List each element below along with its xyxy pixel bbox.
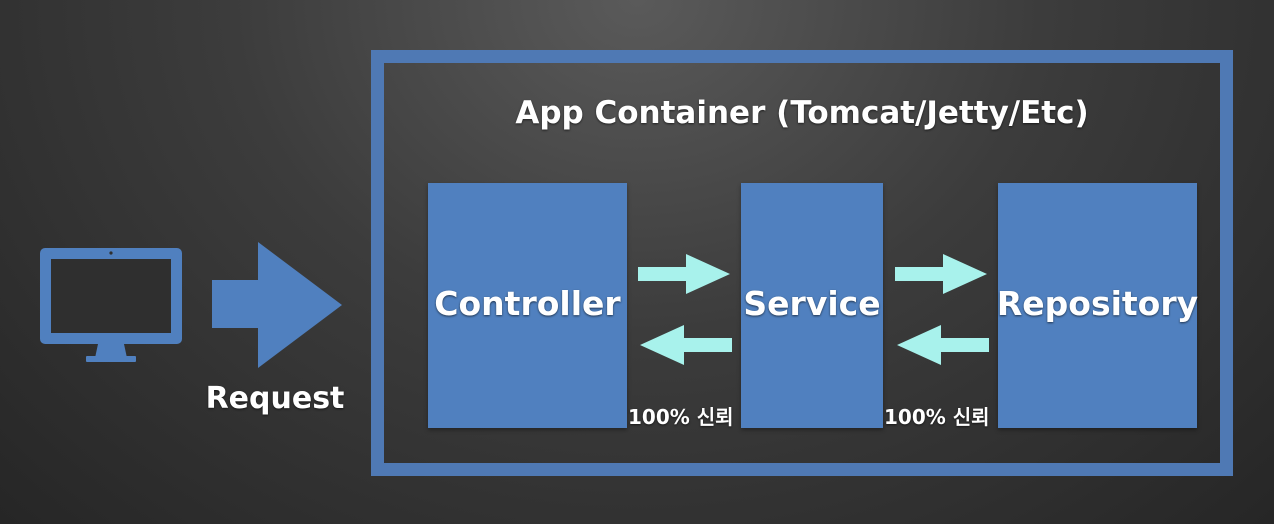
service-repository-trust-label: 100% 신뢰: [884, 405, 990, 429]
arrow-right-icon: [895, 254, 987, 294]
controller-service-trust-label: 100% 신뢰: [628, 405, 734, 429]
monitor-icon: [40, 248, 182, 362]
arrow-left-icon: [897, 325, 989, 365]
container-title: App Container (Tomcat/Jetty/Etc): [515, 95, 1089, 131]
controller-layer: [428, 183, 627, 428]
app-container-frame: [371, 50, 1233, 476]
repository-layer: [998, 183, 1197, 428]
arrow-right-icon: [212, 242, 342, 368]
arrow-left-icon: [640, 325, 732, 365]
controller-label: Controller: [434, 284, 621, 323]
request-label: Request: [205, 381, 345, 416]
repository-label: Repository: [996, 284, 1199, 323]
service-label: Service: [743, 284, 881, 323]
service-layer: [741, 183, 883, 428]
arrow-right-icon: [638, 254, 730, 294]
